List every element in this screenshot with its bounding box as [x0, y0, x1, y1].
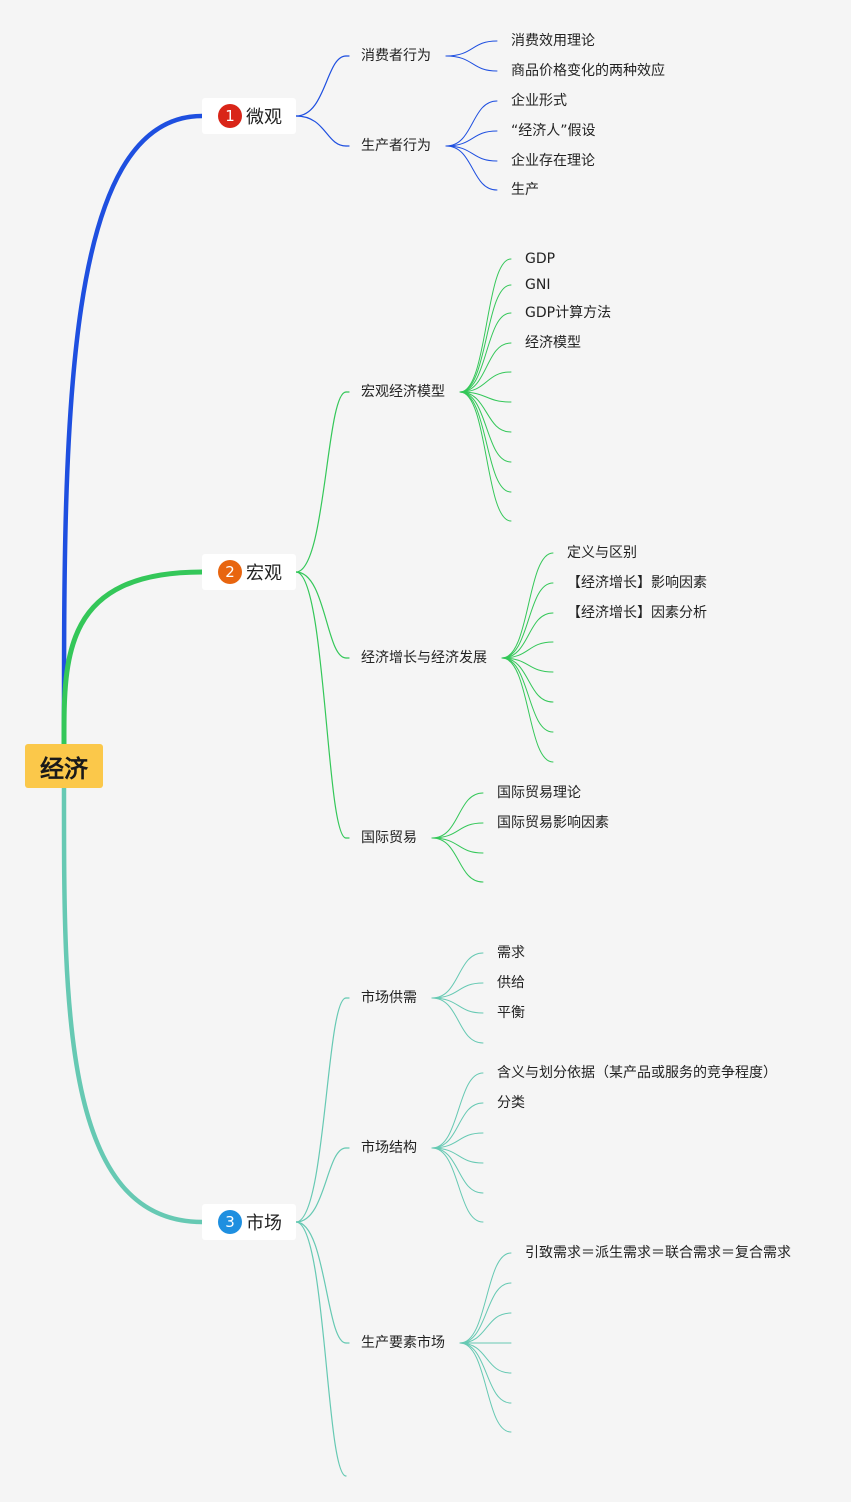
leaf-connector [459, 391, 512, 522]
leaf-connector [431, 1147, 484, 1194]
leaf-label[interactable]: 企业形式 [511, 93, 567, 109]
leaf-connector [459, 391, 512, 463]
subtopic-label[interactable]: 消费者行为 [361, 48, 431, 64]
branch-market[interactable]: 3 市场 [202, 1204, 296, 1240]
root-connector-micro [61, 113, 205, 747]
leaf-connector [459, 284, 512, 393]
number-1-icon: 1 [218, 104, 242, 128]
leaf-connector [459, 1282, 512, 1344]
leaf-label[interactable]: 含义与划分依据（某产品或服务的竞争程度） [497, 1065, 777, 1081]
leaf-connector [459, 1252, 512, 1344]
sub-connector [295, 55, 347, 117]
leaf-label[interactable]: “经济人”假设 [511, 123, 596, 139]
sub-connector [295, 391, 347, 573]
leaf-connector [431, 952, 484, 999]
branch-micro-label: 微观 [246, 107, 282, 128]
leaf-label[interactable]: 供给 [497, 975, 525, 991]
leaf-connector [459, 1342, 512, 1433]
number-2-icon: 2 [218, 560, 242, 584]
leaf-connector [431, 837, 484, 854]
leaf-connector [459, 312, 512, 393]
leaf-connector [431, 1072, 484, 1149]
leaf-connector [431, 997, 484, 1014]
sub-connector [295, 997, 347, 1223]
leaf-label[interactable]: 分类 [497, 1095, 525, 1111]
sub-connector [295, 1221, 347, 1477]
leaf-connector [431, 982, 484, 999]
sub-connector [295, 571, 347, 659]
sub-connector [295, 1221, 347, 1344]
leaf-label[interactable]: GDP [525, 251, 556, 267]
root-label: 经济 [40, 754, 88, 783]
leaf-label[interactable]: GNI [525, 277, 551, 293]
leaf-label[interactable]: 平衡 [497, 1005, 525, 1021]
leaf-label[interactable]: 国际贸易影响因素 [497, 815, 609, 831]
leaf-connector [445, 145, 498, 162]
leaf-connector [501, 657, 554, 733]
subtopic-label[interactable]: 生产要素市场 [361, 1335, 445, 1351]
leaf-label[interactable]: GDP计算方法 [525, 305, 612, 321]
leaf-connector [459, 1312, 512, 1344]
leaf-connector [431, 792, 484, 839]
subtopic-label[interactable]: 国际贸易 [361, 830, 417, 846]
root-connector-macro [61, 569, 205, 747]
root-node[interactable]: 经济 [25, 744, 103, 788]
leaf-label[interactable]: 需求 [497, 945, 525, 961]
leaf-connector [431, 1102, 484, 1149]
leaf-label[interactable]: 商品价格变化的两种效应 [511, 63, 665, 79]
leaf-connector [431, 997, 484, 1044]
leaf-label[interactable]: 定义与区别 [567, 545, 637, 561]
subtopic-label[interactable]: 经济增长与经济发展 [361, 650, 487, 666]
leaf-label[interactable]: 【经济增长】因素分析 [567, 605, 707, 621]
leaf-connector [501, 552, 554, 659]
subtopic-label[interactable]: 宏观经济模型 [361, 384, 445, 400]
leaf-label[interactable]: 生产 [511, 182, 539, 198]
leaf-connector [459, 1342, 512, 1374]
leaf-connector [459, 371, 512, 393]
leaf-connector [459, 342, 512, 393]
leaf-connector [431, 837, 484, 883]
leaf-label[interactable]: 消费效用理论 [511, 33, 595, 49]
subtopic-label[interactable]: 生产者行为 [361, 138, 431, 154]
subtopic-label[interactable]: 市场结构 [361, 1140, 417, 1156]
leaf-label[interactable]: 企业存在理论 [511, 153, 595, 169]
leaf-connector [445, 100, 498, 147]
root-connector-market [61, 785, 205, 1225]
leaf-connector [501, 657, 554, 703]
sub-connector [295, 1147, 347, 1223]
leaf-connector [445, 130, 498, 147]
leaf-connector [431, 1132, 484, 1149]
leaf-connector [445, 55, 498, 72]
sub-connector [295, 115, 347, 147]
leaf-connector [501, 641, 554, 659]
leaf-connector [431, 822, 484, 839]
leaf-connector [501, 657, 554, 763]
leaf-connector [459, 258, 512, 393]
leaf-label[interactable]: 国际贸易理论 [497, 785, 581, 801]
leaf-connector [501, 612, 554, 659]
number-3-icon: 3 [218, 1210, 242, 1234]
leaf-connector [445, 145, 498, 191]
leaf-connector [501, 582, 554, 659]
sub-connector [295, 571, 347, 839]
leaf-connector [501, 657, 554, 673]
leaf-label[interactable]: 【经济增长】影响因素 [567, 575, 707, 591]
leaf-connector [445, 40, 498, 57]
branch-market-label: 市场 [246, 1213, 282, 1234]
branch-micro[interactable]: 1 微观 [202, 98, 296, 134]
branch-macro[interactable]: 2 宏观 [202, 554, 296, 590]
leaf-label[interactable]: 引致需求＝派生需求＝联合需求＝复合需求 [525, 1245, 791, 1261]
leaf-connector [459, 391, 512, 493]
leaf-connector [459, 391, 512, 403]
leaf-connector [431, 1147, 484, 1223]
leaf-connector [459, 1342, 512, 1404]
leaf-label[interactable]: 经济模型 [525, 335, 581, 351]
subtopic-label[interactable]: 市场供需 [361, 990, 417, 1006]
leaf-connector [431, 1147, 484, 1164]
leaf-connector [459, 391, 512, 433]
branch-macro-label: 宏观 [246, 563, 282, 584]
